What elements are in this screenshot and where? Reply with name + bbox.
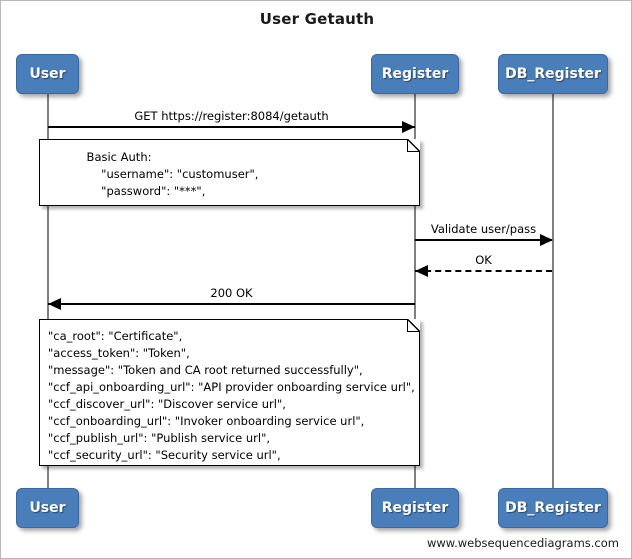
participant-label: DB_Register — [505, 66, 601, 82]
note-request-text: Basic Auth: "username": "customuser", "p… — [86, 150, 259, 198]
participant-label: Register — [381, 66, 449, 82]
message-line-get-getauth — [48, 126, 415, 128]
lifeline-register — [414, 94, 416, 488]
participant-register-bottom[interactable]: Register — [371, 488, 459, 528]
participant-user-bottom[interactable]: User — [16, 488, 79, 528]
message-line-validate-user-pass — [415, 239, 552, 241]
footer-watermark: www.websequencediagrams.com — [426, 536, 619, 550]
arrow-head-left-icon — [415, 265, 428, 277]
lifeline-user — [47, 94, 49, 488]
message-label-validate-user-pass: Validate user/pass — [430, 222, 537, 236]
arrow-head-left-icon — [48, 298, 61, 310]
participant-register-top[interactable]: Register — [371, 54, 459, 94]
message-label-get-getauth: GET https://register:8084/getauth — [134, 109, 329, 123]
arrow-head-right-icon — [540, 234, 553, 246]
message-label-200-ok: 200 OK — [210, 286, 253, 300]
note-request: Basic Auth: "username": "customuser", "p… — [39, 139, 420, 206]
message-line-ok — [415, 270, 552, 272]
participant-label: User — [29, 66, 66, 82]
lifeline-db-register — [552, 94, 554, 488]
note-response: "ca_root": "Certificate", "access_token"… — [39, 319, 420, 466]
participant-label: DB_Register — [505, 500, 601, 516]
participant-label: Register — [381, 500, 449, 516]
note-response-text: "ca_root": "Certificate", "access_token"… — [48, 329, 415, 462]
message-line-200-ok — [48, 303, 415, 305]
note-fold-corner-icon — [407, 139, 420, 152]
note-fold-corner-icon — [407, 319, 420, 332]
participant-db-register-bottom[interactable]: DB_Register — [498, 488, 608, 528]
participant-db-register-top[interactable]: DB_Register — [498, 54, 608, 94]
message-label-ok: OK — [475, 253, 492, 267]
page-title: User Getauth — [259, 10, 375, 28]
arrow-head-right-icon — [402, 121, 415, 133]
participant-user-top[interactable]: User — [16, 54, 79, 94]
participant-label: User — [29, 500, 66, 516]
